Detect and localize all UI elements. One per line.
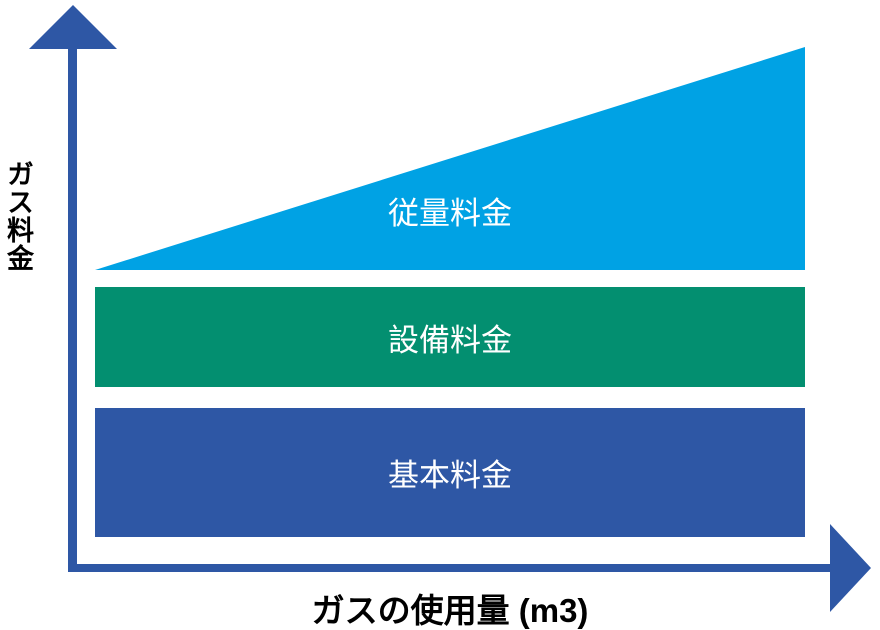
layer-label-equipment-charge: 設備料金 (388, 322, 512, 358)
y-axis-line (68, 45, 77, 572)
layer-label-volumetric-charge: 従量料金 (388, 196, 512, 231)
layer-label-basic-charge: 基本料金 (388, 458, 512, 493)
layer-basic-charge: 基本料金 (95, 408, 805, 537)
y-axis-arrowhead-icon (29, 5, 117, 49)
y-axis-label: ガス料金 (3, 160, 33, 272)
layer-equipment-charge: 設備料金 (95, 287, 805, 387)
x-axis-label: ガスの使用量 (m3) (311, 592, 589, 629)
volumetric-charge-shape (95, 47, 805, 270)
x-axis-arrowhead-icon (830, 524, 871, 612)
volumetric-charge-triangle (95, 47, 805, 270)
x-axis-line (68, 564, 831, 572)
layer-volumetric-charge (95, 47, 805, 270)
